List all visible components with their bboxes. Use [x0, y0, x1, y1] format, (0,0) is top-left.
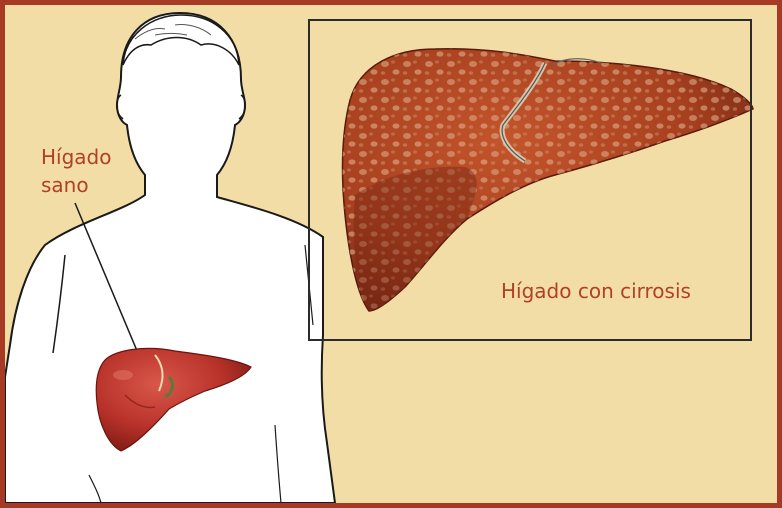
- healthy-liver-label: Hígado sano: [41, 143, 141, 199]
- human-body-outline: [5, 13, 335, 503]
- cirrhotic-liver-label: Hígado con cirrosis: [501, 277, 691, 305]
